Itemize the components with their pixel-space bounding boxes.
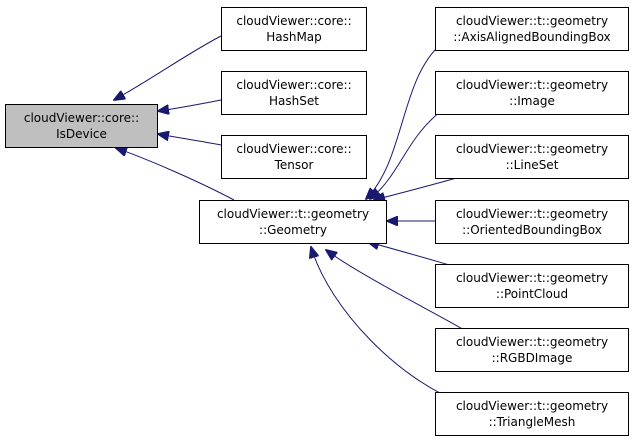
class-node-trianglemesh[interactable]: cloudViewer::t::geometry::TriangleMesh [435, 392, 629, 436]
class-node-box [435, 135, 629, 179]
class-node-box [435, 264, 629, 308]
class-node-lineset[interactable]: cloudViewer::t::geometry::LineSet [435, 135, 629, 179]
class-node-box [221, 135, 367, 179]
class-node-name-label: ::AxisAlignedBoundingBox [453, 30, 610, 44]
class-node-geometry[interactable]: cloudViewer::t::geometry::Geometry [199, 200, 387, 244]
edge-lineset-to-geometry [374, 176, 461, 200]
nodes-layer: cloudViewer::core::IsDevicecloudViewer::… [5, 7, 629, 436]
edge-geometry-to-isdevice [116, 148, 235, 201]
class-node-hashmap[interactable]: cloudViewer::core::HashMap [221, 7, 367, 51]
class-node-namespace-label: cloudViewer::t::geometry [456, 14, 608, 28]
class-node-namespace-label: cloudViewer::t::geometry [456, 207, 608, 221]
class-node-box [435, 392, 629, 436]
class-node-name-label: ::OrientedBoundingBox [462, 223, 602, 237]
class-node-name-label: ::LineSet [506, 158, 559, 172]
class-node-box [435, 71, 629, 115]
class-node-name-label: ::PointCloud [496, 287, 568, 301]
class-node-namespace-label: cloudViewer::t::geometry [456, 78, 608, 92]
class-node-namespace-label: cloudViewer::t::geometry [456, 271, 608, 285]
class-node-namespace-label: cloudViewer::core:: [236, 78, 351, 92]
class-node-namespace-label: cloudViewer::core:: [24, 111, 139, 125]
class-node-hashset[interactable]: cloudViewer::core::HashSet [221, 71, 367, 115]
class-node-name-label: IsDevice [56, 127, 107, 141]
class-node-name-label: ::Geometry [259, 223, 327, 237]
class-node-name-label: ::TriangleMesh [489, 415, 576, 429]
edge-rgbdimage-to-geometry [326, 250, 467, 332]
edge-hashmap-to-isdevice [114, 35, 222, 100]
class-node-box [221, 7, 367, 51]
class-node-name-label: HashSet [269, 94, 319, 108]
class-node-box [5, 104, 158, 148]
class-node-namespace-label: cloudViewer::t::geometry [217, 207, 369, 221]
class-node-box [435, 200, 629, 244]
class-node-box [435, 7, 629, 51]
edge-image-to-geometry [370, 110, 442, 199]
class-node-namespace-label: cloudViewer::core:: [236, 14, 351, 28]
class-node-namespace-label: cloudViewer::t::geometry [456, 335, 608, 349]
class-node-namespace-label: cloudViewer::core:: [236, 142, 351, 156]
class-node-name-label: HashMap [266, 30, 322, 44]
edge-aabb-to-geometry [366, 43, 442, 199]
class-node-tensor[interactable]: cloudViewer::core::Tensor [221, 135, 367, 179]
class-node-name-label: ::Image [509, 94, 555, 108]
class-node-pointcloud[interactable]: cloudViewer::t::geometry::PointCloud [435, 264, 629, 308]
edge-tensor-to-isdevice [158, 134, 222, 146]
class-node-rgbdimage[interactable]: cloudViewer::t::geometry::RGBDImage [435, 328, 629, 372]
class-node-image[interactable]: cloudViewer::t::geometry::Image [435, 71, 629, 115]
class-node-namespace-label: cloudViewer::t::geometry [456, 142, 608, 156]
edge-hashset-to-isdevice [158, 99, 222, 111]
class-node-isdevice: cloudViewer::core::IsDevice [5, 104, 158, 148]
class-node-name-label: Tensor [274, 158, 314, 172]
class-node-box [435, 328, 629, 372]
class-node-box [199, 200, 387, 244]
class-node-name-label: ::RGBDImage [492, 351, 573, 365]
class-node-obb[interactable]: cloudViewer::t::geometry::OrientedBoundi… [435, 200, 629, 244]
class-node-box [221, 71, 367, 115]
class-node-namespace-label: cloudViewer::t::geometry [456, 399, 608, 413]
class-node-aabb[interactable]: cloudViewer::t::geometry::AxisAlignedBou… [435, 7, 629, 51]
